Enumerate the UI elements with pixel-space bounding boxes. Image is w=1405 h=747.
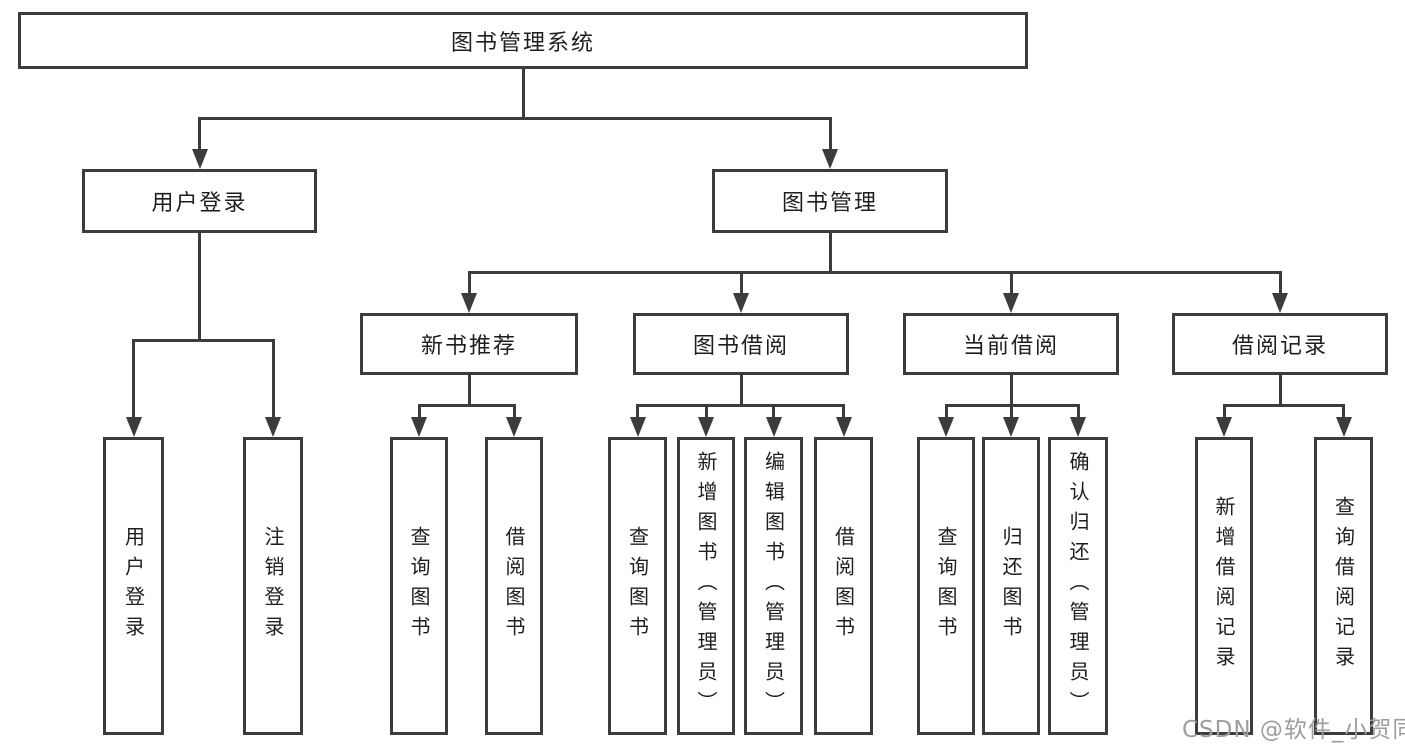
node-leaf-cb-confirm: 确认归还（管理员） [1048,437,1108,735]
node-label: 新增图书（管理员） [694,451,718,721]
connector-line [1009,405,1013,422]
arrow-down-icon [506,417,522,437]
connector-line [636,405,639,422]
node-label: 确认归还（管理员） [1066,451,1090,721]
connector-line [198,116,832,120]
connector-line [198,233,201,342]
node-label: 新书推荐 [420,334,517,359]
node-label: 图书管理 [781,191,878,216]
arrow-down-icon [698,417,714,437]
arrow-down-icon [191,149,208,169]
node-leaf-nb-borrow: 借阅图书 [485,437,543,735]
node-leaf-logout: 注销登录 [243,437,303,735]
node-label: 用户登录 [151,191,248,216]
connector-line [1222,403,1345,407]
connector-line [467,270,1282,274]
connector-line [198,118,201,154]
arrow-down-icon [1003,417,1019,437]
connector-line [1342,405,1345,422]
node-leaf-bb-edit: 编辑图书（管理员） [744,437,803,735]
connector-line [271,340,275,422]
connector-line [842,405,845,422]
connector-line [1076,405,1080,422]
node-label: 图书管理系统 [450,30,595,56]
node-root: 图书管理系统 [18,12,1028,69]
node-label: 新增借阅记录 [1212,496,1236,676]
connector-line [1222,405,1226,422]
connector-line [467,375,471,407]
node-leaf-bb-borrow: 借阅图书 [814,437,873,735]
connector-line [1278,375,1282,407]
arrow-down-icon [1003,293,1019,313]
node-label: 查询图书 [934,526,958,646]
connector-line [512,405,516,422]
connector-line [739,272,743,298]
node-label: 借阅记录 [1231,334,1328,359]
node-label: 查询图书 [625,526,650,646]
connector-line [132,338,275,342]
node-book-mgmt: 图书管理 [712,169,948,233]
node-user-login: 用户登录 [82,169,317,233]
node-label: 借阅图书 [502,526,526,646]
connector-line [739,375,743,407]
connector-line [132,340,135,422]
node-label: 借阅图书 [831,526,856,646]
arrow-down-icon [835,417,852,437]
connector-line [417,403,516,407]
connector-line [1009,375,1013,407]
connector-line [828,233,832,274]
connector-line [636,403,845,407]
node-borrow-records: 借阅记录 [1172,313,1388,375]
arrow-down-icon [461,293,477,313]
node-label: 编辑图书（管理员） [761,451,786,721]
node-leaf-br-add: 新增借阅记录 [1195,437,1253,735]
connector-line [417,405,421,422]
arrow-down-icon [765,417,782,437]
node-leaf-cb-query: 查询图书 [917,437,975,735]
node-label: 用户登录 [121,526,146,646]
arrow-down-icon [822,149,838,169]
watermark: CSDN @软件_小贺同学 [1182,717,1405,743]
node-leaf-cb-return: 归还图书 [982,437,1040,735]
connector-line [1278,272,1282,298]
connector-line [1009,272,1013,298]
arrow-down-icon [629,417,646,437]
arrow-down-icon [1272,293,1288,313]
connector-line [704,405,708,422]
node-leaf-bb-add: 新增图书（管理员） [677,437,735,735]
connector-line [467,272,471,298]
connector-line [521,69,525,120]
node-label: 归还图书 [999,526,1023,646]
arrow-down-icon [733,293,749,313]
node-new-book-rec: 新书推荐 [360,313,578,375]
node-label: 图书借阅 [692,334,789,359]
arrow-down-icon [1070,417,1086,437]
connector-line [772,405,775,422]
connector-line [944,405,948,422]
arrow-down-icon [938,417,954,437]
arrow-down-icon [411,417,427,437]
arrow-down-icon [265,417,281,437]
node-leaf-br-query: 查询借阅记录 [1314,437,1373,735]
arrow-down-icon [125,417,142,437]
arrow-down-icon [1335,417,1352,437]
node-leaf-nb-query: 查询图书 [390,437,448,735]
node-current-borrow: 当前借阅 [903,313,1119,375]
node-leaf-user-login: 用户登录 [103,437,164,735]
node-label: 当前借阅 [962,334,1059,359]
arrow-down-icon [1216,417,1232,437]
node-leaf-bb-query: 查询图书 [608,437,667,735]
node-label: 查询图书 [407,526,431,646]
node-label: 注销登录 [261,526,285,646]
connector-line [828,118,832,154]
node-label: 查询借阅记录 [1331,496,1356,676]
node-book-borrow: 图书借阅 [633,313,849,375]
